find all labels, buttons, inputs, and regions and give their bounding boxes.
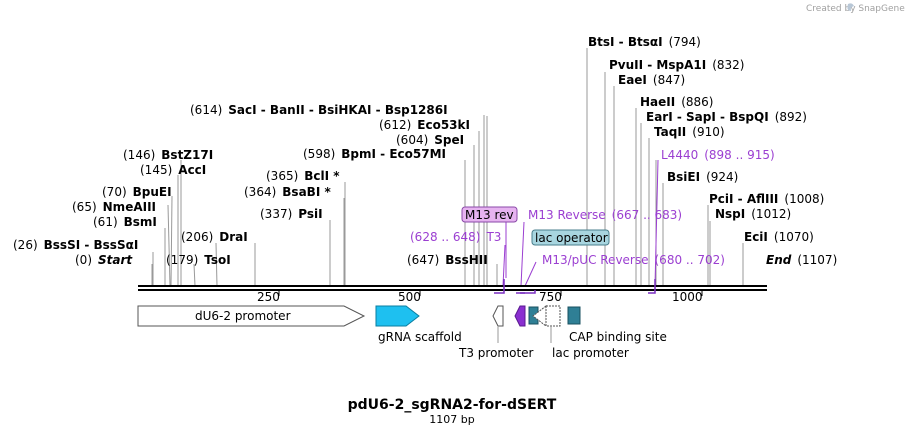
svg-text:NspI(1012): NspI(1012) xyxy=(715,207,791,221)
svg-text:(179)TsoI: (179)TsoI xyxy=(166,253,231,267)
svg-text:(26)BssSI - BssSαI: (26)BssSI - BssSαI xyxy=(13,238,138,252)
svg-text:(628 .. 648)T3: (628 .. 648)T3 xyxy=(410,230,501,244)
lac-promoter-arrow xyxy=(545,305,561,327)
t3-promoter-label: T3 promoter xyxy=(458,346,534,360)
svg-text:(647)BssHII: (647)BssHII xyxy=(407,253,488,267)
map-subtitle: 1107 bp xyxy=(429,413,474,426)
du6-2-promoter-arrow xyxy=(137,305,366,327)
svg-text:(364)BsaBI *: (364)BsaBI * xyxy=(244,185,331,199)
features: dU6-2 promoter gRNA scaffold T3 promoter… xyxy=(137,304,667,360)
tick-1000: 1000 xyxy=(672,290,703,304)
svg-text:(604)SpeI: (604)SpeI xyxy=(396,133,464,147)
svg-text:EaeI(847): EaeI(847) xyxy=(618,73,685,87)
restriction-sites-right: BtsI - BtsαI(794) PvuII - MspA1I(832) Ea… xyxy=(588,35,837,267)
tick-500: 500 xyxy=(398,290,421,304)
lac-operator-label: lac operator xyxy=(535,231,608,245)
sequence-backbone xyxy=(138,285,767,291)
svg-text:PvuII - MspA1I(832): PvuII - MspA1I(832) xyxy=(609,58,744,72)
svg-text:BtsI - BtsαI(794): BtsI - BtsαI(794) xyxy=(588,35,701,49)
t3-promoter-arrow xyxy=(492,305,504,327)
m13-rev-box xyxy=(461,206,518,223)
tick-250: 250 xyxy=(257,290,280,304)
svg-text:(0)Start: (0)Start xyxy=(75,253,133,267)
primer-arrows xyxy=(494,279,656,294)
svg-text:(365)BclI *: (365)BclI * xyxy=(266,169,340,183)
cap-binding-site-feature xyxy=(567,306,581,325)
grna-scaffold-label: gRNA scaffold xyxy=(378,330,462,344)
svg-text:M13 Reverse(667 .. 683): M13 Reverse(667 .. 683) xyxy=(528,208,682,222)
m13-rev-label: M13 rev xyxy=(465,208,514,222)
credit-label: Created by SnapGene xyxy=(806,4,905,14)
svg-text:(61)BsmI: (61)BsmI xyxy=(93,215,157,229)
snapgene-logo-icon xyxy=(847,3,854,12)
svg-text:EciI(1070): EciI(1070) xyxy=(744,230,814,244)
svg-text:L4440(898 .. 915): L4440(898 .. 915) xyxy=(661,148,775,162)
cap-binding-site-label: CAP binding site xyxy=(569,330,667,344)
primer-leader-lines xyxy=(502,159,659,287)
restriction-sites-left: (26)BssSI - BssSαI (0)Start (61)BsmI (65… xyxy=(13,103,488,267)
svg-text:End(1107): End(1107) xyxy=(766,253,837,267)
svg-text:M13/pUC Reverse(680 .. 702): M13/pUC Reverse(680 .. 702) xyxy=(542,253,725,267)
svg-text:TaqII(910): TaqII(910) xyxy=(654,125,725,139)
svg-text:EarI - SapI - BspQI(892): EarI - SapI - BspQI(892) xyxy=(646,110,807,124)
grna-scaffold-arrow xyxy=(375,305,420,327)
svg-text:(337)PsiI: (337)PsiI xyxy=(260,207,323,221)
lac-operator-box xyxy=(531,229,610,246)
svg-text:(146)BstZ17I: (146)BstZ17I xyxy=(123,148,213,162)
svg-text:(145)AccI: (145)AccI xyxy=(140,163,206,177)
svg-text:PciI - AflIII(1008): PciI - AflIII(1008) xyxy=(709,192,824,206)
lac-promoter-label: lac promoter xyxy=(552,346,629,360)
primer-labels: L4440(898 .. 915) M13 Reverse(667 .. 683… xyxy=(410,148,775,267)
svg-text:(70)BpuEI: (70)BpuEI xyxy=(102,185,172,199)
svg-text:(598)BpmI - Eco57MI: (598)BpmI - Eco57MI xyxy=(303,147,446,161)
map-title: pdU6-2_sgRNA2-for-dSERT xyxy=(348,397,557,413)
svg-text:HaeII(886): HaeII(886) xyxy=(640,95,714,109)
m13-rev-feature xyxy=(514,305,526,327)
du6-2-promoter-label: dU6-2 promoter xyxy=(195,309,291,323)
ruler: 250 500 750 1000 xyxy=(257,290,703,304)
svg-text:(614)SacI - BanII - BsiHKAI -: (614)SacI - BanII - BsiHKAI - Bsp1286I xyxy=(190,103,448,117)
svg-text:(65)NmeAIII: (65)NmeAIII xyxy=(72,200,156,214)
svg-text:BsiEI(924): BsiEI(924) xyxy=(667,170,738,184)
tick-750: 750 xyxy=(539,290,562,304)
leader-lines xyxy=(151,48,744,287)
svg-text:(612)Eco53kI: (612)Eco53kI xyxy=(379,118,470,132)
svg-text:(206)DraI: (206)DraI xyxy=(181,230,248,244)
